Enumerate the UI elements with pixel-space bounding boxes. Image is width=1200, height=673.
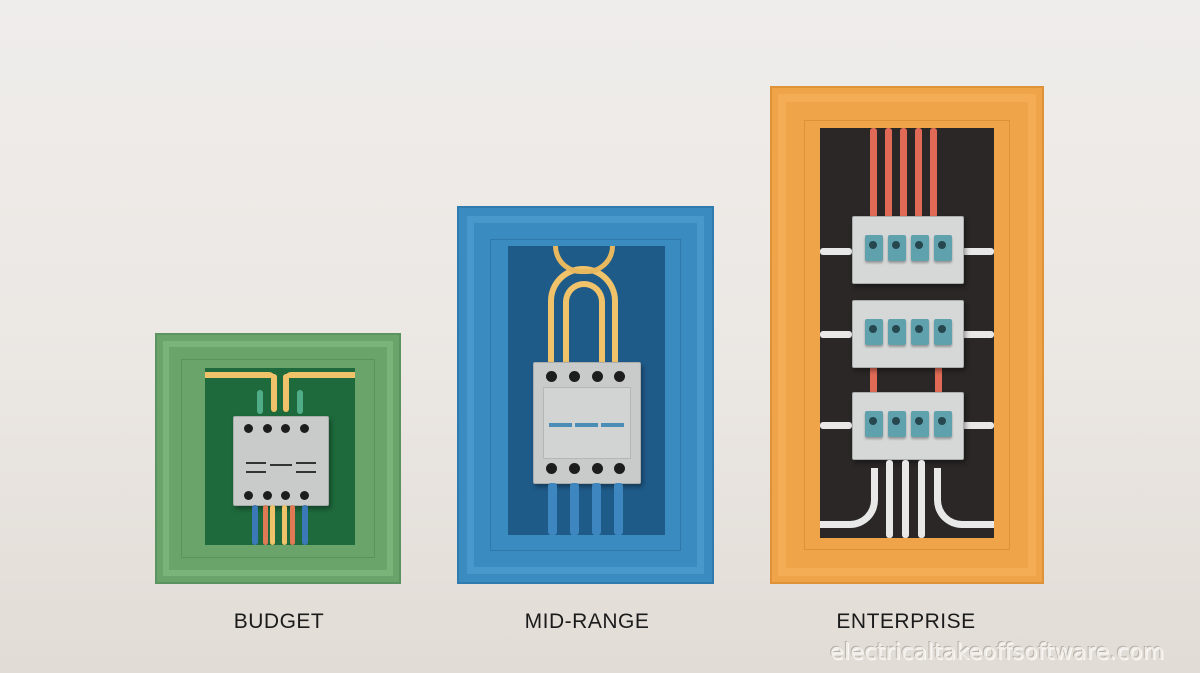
yellow-wire xyxy=(271,374,277,412)
yellow-wire-loop xyxy=(563,281,605,426)
white-wire xyxy=(934,468,994,528)
yellow-wire xyxy=(205,372,275,378)
yellow-wire xyxy=(282,505,287,545)
white-wire xyxy=(820,422,852,429)
terminal-hole xyxy=(244,424,253,433)
white-wire xyxy=(820,331,852,338)
blue-wire xyxy=(548,483,557,535)
terminal-hole xyxy=(263,424,272,433)
switch-slot xyxy=(270,464,292,466)
terminal-hole xyxy=(614,463,625,474)
budget-cavity xyxy=(205,368,355,545)
white-wire xyxy=(918,460,925,538)
red-wire xyxy=(870,366,877,394)
enterprise-frame-ring xyxy=(778,94,1036,576)
enterprise-frame-ring xyxy=(796,112,1018,558)
terminal xyxy=(934,411,952,437)
terminal xyxy=(888,411,906,437)
terminal xyxy=(888,235,906,261)
budget-frame-ring xyxy=(163,341,393,576)
mid-range-frame-ring xyxy=(483,232,688,558)
budget-frame-ring xyxy=(175,353,381,564)
red-wire xyxy=(900,128,907,218)
switch-slot xyxy=(246,462,266,464)
terminal-hole xyxy=(281,424,290,433)
blue-wire xyxy=(302,505,308,545)
red-wire xyxy=(885,128,892,218)
green-wire xyxy=(297,390,303,414)
white-wire xyxy=(820,248,852,255)
terminal-hole xyxy=(263,491,272,500)
yellow-wire xyxy=(285,372,355,378)
blue-wire xyxy=(570,483,579,535)
indicator-bar xyxy=(549,423,572,427)
switch-slot xyxy=(296,471,316,473)
switch-slot xyxy=(296,462,316,464)
green-wire xyxy=(257,390,263,414)
terminal xyxy=(865,235,883,261)
mid-range-panel xyxy=(457,206,714,584)
terminal xyxy=(911,411,929,437)
orange-wire xyxy=(263,505,268,545)
white-wire xyxy=(962,248,994,255)
blue-wire xyxy=(252,505,258,545)
white-wire xyxy=(886,460,893,538)
blue-wire xyxy=(614,483,623,535)
terminal-hole xyxy=(300,424,309,433)
terminal xyxy=(934,319,952,345)
indicator-bar xyxy=(575,423,598,427)
white-wire xyxy=(962,331,994,338)
terminal-hole xyxy=(281,491,290,500)
terminal-hole xyxy=(300,491,309,500)
tier-label-mid-range: MID-RANGE xyxy=(524,610,650,633)
mid-range-cavity xyxy=(508,246,665,535)
watermark: electricaltakeoffsoftware.com xyxy=(830,640,1165,665)
yellow-wire xyxy=(283,374,289,412)
tier-label-budget: BUDGET xyxy=(233,610,325,633)
enterprise-panel xyxy=(770,86,1044,584)
terminal-hole xyxy=(569,463,580,474)
red-wire xyxy=(930,128,937,218)
indicator-bar xyxy=(601,423,624,427)
distribution-block xyxy=(852,300,964,368)
switch-slot xyxy=(246,471,266,473)
circuit-breaker xyxy=(233,416,329,506)
yellow-wire-loop xyxy=(553,246,615,274)
terminal-hole xyxy=(569,371,580,382)
white-wire xyxy=(902,460,909,538)
terminal xyxy=(934,235,952,261)
circuit-breaker xyxy=(533,362,641,484)
terminal-hole xyxy=(546,371,557,382)
white-wire xyxy=(962,422,994,429)
tier-label-enterprise: ENTERPRISE xyxy=(836,610,976,633)
red-wire xyxy=(935,366,942,394)
enterprise-cavity xyxy=(820,128,994,538)
terminal-hole xyxy=(592,371,603,382)
terminal xyxy=(911,235,929,261)
yellow-wire xyxy=(270,505,275,545)
terminal-hole xyxy=(614,371,625,382)
blue-wire xyxy=(592,483,601,535)
distribution-block xyxy=(852,392,964,460)
terminal-hole xyxy=(546,463,557,474)
distribution-block xyxy=(852,216,964,284)
white-wire xyxy=(820,468,878,528)
terminal xyxy=(888,319,906,345)
terminal-hole xyxy=(592,463,603,474)
red-wire xyxy=(870,128,877,218)
terminal xyxy=(911,319,929,345)
terminal xyxy=(865,319,883,345)
budget-panel xyxy=(155,333,401,584)
terminal-hole xyxy=(244,491,253,500)
red-wire xyxy=(915,128,922,218)
mid-range-frame-ring xyxy=(467,216,704,574)
terminal xyxy=(865,411,883,437)
orange-wire xyxy=(290,505,295,545)
